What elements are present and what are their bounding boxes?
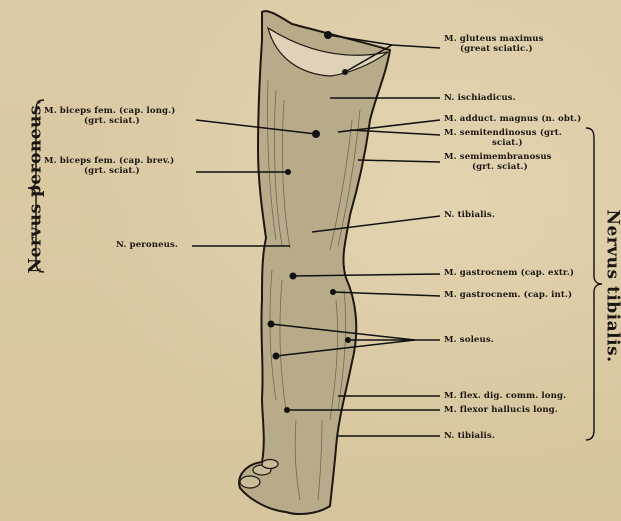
label-gastrocnem-int: M. gastrocnem. (cap. int.) [444, 290, 572, 300]
label-semitend-line1: M. semitendinosus (grt. [444, 128, 562, 138]
label-gluteus-line1: M. gluteus maximus [444, 34, 544, 44]
label-gluteus-maximus: M. gluteus maximus (great sciatic.) [444, 34, 544, 54]
label-biceps-brev: M. biceps fem. (cap. brev.) (grt. sciat.… [44, 156, 174, 176]
label-semitend-line2: sciat.) [444, 138, 562, 148]
label-biceps-brev-line1: M. biceps fem. (cap. brev.) [44, 156, 174, 166]
label-biceps-brev-line2: (grt. sciat.) [44, 166, 174, 176]
label-n-tibialis-upper: N. tibialis. [444, 210, 495, 220]
label-flex-hallucis: M. flexor hallucis long. [444, 405, 558, 415]
label-adductor-magnus: M. adduct. magnus (n. obt.) [444, 114, 581, 124]
bracket-right [586, 128, 602, 440]
label-n-peroneus: N. peroneus. [116, 240, 178, 250]
label-flex-dig: M. flex. dig. comm. long. [444, 391, 566, 401]
label-semimemb-line2: (grt. sciat.) [444, 162, 552, 172]
label-gastrocnem-ext: M. gastrocnem (cap. extr.) [444, 268, 574, 278]
label-soleus: M. soleus. [444, 335, 494, 345]
leg-outline [239, 11, 390, 514]
label-n-tibialis-lower: N. tibialis. [444, 431, 495, 441]
label-biceps-long: M. biceps fem. (cap. long.) (grt. sciat.… [44, 106, 175, 126]
label-biceps-long-line1: M. biceps fem. (cap. long.) [44, 106, 175, 116]
label-biceps-long-line2: (grt. sciat.) [44, 116, 175, 126]
label-ischiadicus: N. ischiadicus. [444, 93, 516, 103]
label-semitendinosus: M. semitendinosus (grt. sciat.) [444, 128, 562, 148]
label-semimembranosus: M. semimembranosus (grt. sciat.) [444, 152, 552, 172]
label-nervus-tibialis: Nervus tibialis. [603, 209, 621, 362]
label-nervus-peroneus: Nervus peroneus. [26, 98, 46, 273]
label-gluteus-line2: (great sciatic.) [444, 44, 544, 54]
label-semimemb-line1: M. semimembranosus [444, 152, 552, 162]
